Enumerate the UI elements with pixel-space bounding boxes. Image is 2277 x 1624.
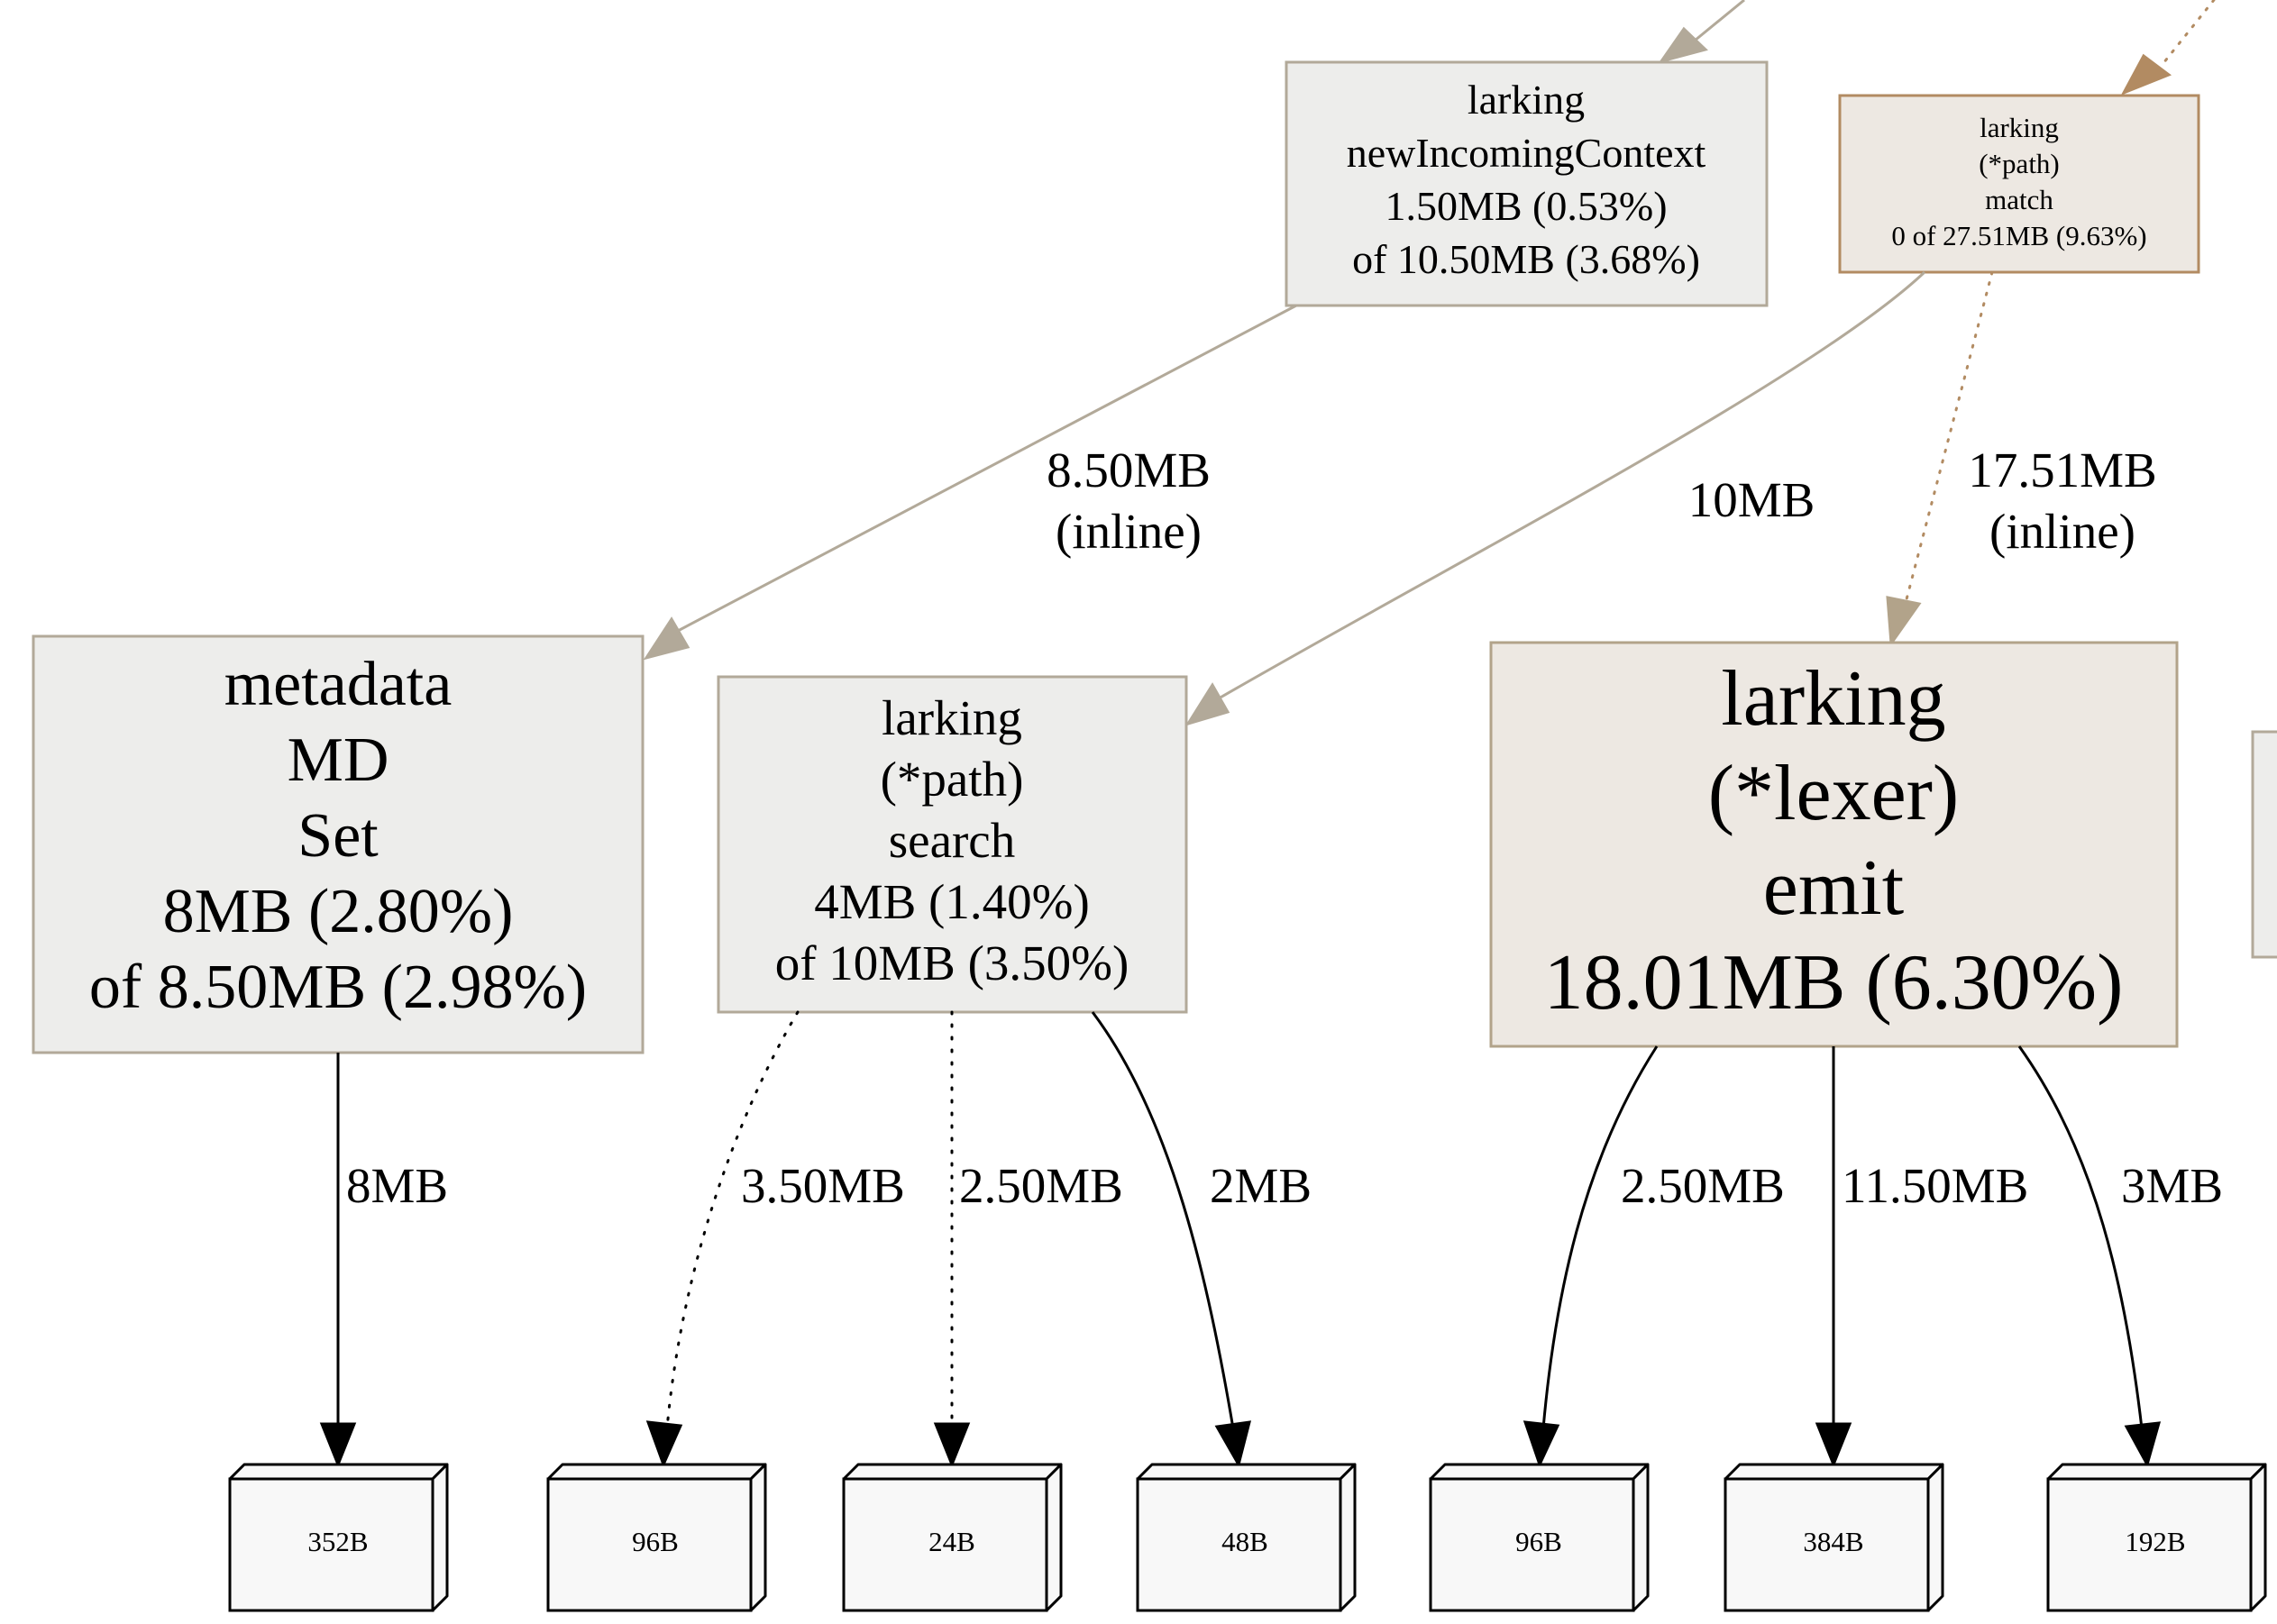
leaf-box-384b-label: 384B: [1803, 1526, 1863, 1557]
edge-context-to-metadata-label-1: 8.50MB: [1047, 442, 1211, 497]
edge-search-to-96-label: 3.50MB: [741, 1158, 905, 1213]
node-path-match[interactable]: larking (*path) match 0 of 27.51MB (9.63…: [1838, 94, 2200, 274]
edge-search-to-24: 2.50MB: [933, 1010, 1123, 1469]
node-path-match-line-3: match: [1985, 184, 2053, 215]
node-lexer-emit-line-3: emit: [1763, 844, 1904, 932]
edge-search-to-96: 3.50MB: [645, 1010, 905, 1469]
node-metadata-set[interactable]: metadata MD Set 8MB (2.80%) of 8.50MB (2…: [32, 634, 645, 1054]
edge-search-to-48: 2MB: [1091, 1011, 1312, 1468]
leaf-box-96b-emit[interactable]: 96B: [1429, 1463, 1650, 1612]
node-lexer-emit-line-4: 18.01MB (6.30%): [1544, 939, 2124, 1026]
node-metadata-set-line-4: 8MB (2.80%): [163, 877, 514, 946]
node-path-search[interactable]: larking (*path) search 4MB (1.40%) of 10…: [717, 675, 1188, 1014]
edge-search-to-48-label: 2MB: [1210, 1158, 1312, 1213]
edge-emit-to-384-label: 11.50MB: [1842, 1158, 2028, 1213]
node-lexer-emit[interactable]: larking (*lexer) emit 18.01MB (6.30%): [1489, 641, 2179, 1048]
node-new-incoming-context-line-4: of 10.50MB (3.68%): [1352, 236, 1700, 282]
node-path-search-line-4: 4MB (1.40%): [814, 874, 1090, 929]
edge-into-new-incoming-context: [1658, 0, 1745, 64]
leaf-box-96b-search[interactable]: 96B: [546, 1463, 767, 1612]
node-new-incoming-context-line-1: larking: [1468, 77, 1585, 123]
leaf-box-96b-emit-label: 96B: [1515, 1526, 1562, 1557]
edge-emit-to-192: 3MB: [2017, 1045, 2223, 1468]
node-metadata-set-line-1: metadata: [224, 650, 453, 719]
leaf-box-48b[interactable]: 48B: [1136, 1463, 1357, 1612]
edge-metadata-to-352-label: 8MB: [346, 1158, 448, 1213]
edge-match-to-emit-label-2: (inline): [1989, 504, 2135, 559]
node-path-search-line-2: (*path): [881, 752, 1024, 807]
edge-emit-to-96: 2.50MB: [1523, 1045, 1785, 1469]
node-path-match-line-2: (*path): [1979, 148, 2060, 179]
edge-match-to-emit: 17.51MB (inline): [1886, 270, 2157, 648]
node-new-incoming-context[interactable]: larking newIncomingContext 1.50MB (0.53%…: [1285, 60, 1769, 307]
edge-emit-to-96-label: 2.50MB: [1621, 1158, 1785, 1213]
leaf-box-24b[interactable]: 24B: [842, 1463, 1063, 1612]
leaf-box-96b-search-label: 96B: [632, 1526, 679, 1557]
node-new-incoming-context-line-3: 1.50MB (0.53%): [1385, 183, 1667, 229]
leaf-box-192b[interactable]: 192B: [2046, 1463, 2267, 1612]
node-metadata-set-line-5: of 8.50MB (2.98%): [89, 953, 587, 1022]
edge-emit-to-192-label: 3MB: [2121, 1158, 2223, 1213]
leaf-box-48b-label: 48B: [1221, 1526, 1268, 1557]
leaf-box-384b[interactable]: 384B: [1724, 1463, 1944, 1612]
edge-search-to-24-label: 2.50MB: [959, 1158, 1123, 1213]
node-metadata-set-line-2: MD: [288, 725, 389, 795]
node-metadata-set-line-3: Set: [297, 801, 379, 871]
edge-metadata-to-352: 8MB: [319, 1053, 448, 1469]
node-new-incoming-context-line-2: newIncomingContext: [1347, 130, 1706, 176]
node-path-match-line-1: larking: [1980, 112, 2059, 143]
node-partial-right: [2251, 730, 2277, 959]
leaf-box-24b-label: 24B: [928, 1526, 975, 1557]
leaf-box-352b-label: 352B: [307, 1526, 368, 1557]
edge-match-to-search: 10MB: [1184, 270, 1926, 726]
node-path-search-line-5: of 10MB (3.50%): [775, 935, 1129, 990]
edge-match-to-search-label-1: 10MB: [1688, 472, 1815, 527]
edge-match-to-emit-label-1: 17.51MB: [1968, 442, 2156, 497]
leaf-box-192b-label: 192B: [2125, 1526, 2185, 1557]
edge-emit-to-384: 11.50MB: [1815, 1046, 2028, 1469]
node-path-match-line-4: 0 of 27.51MB (9.63%): [1891, 220, 2146, 251]
node-lexer-emit-line-2: (*lexer): [1708, 750, 1959, 837]
leaf-box-352b[interactable]: 352B: [228, 1463, 449, 1612]
edge-into-path-match: [2120, 0, 2216, 96]
node-path-search-line-1: larking: [882, 690, 1022, 745]
edge-context-to-metadata: 8.50MB (inline): [643, 304, 1297, 661]
node-path-search-line-3: search: [889, 813, 1015, 868]
edge-context-to-metadata-label-2: (inline): [1056, 504, 1202, 559]
node-lexer-emit-line-1: larking: [1721, 655, 1945, 743]
